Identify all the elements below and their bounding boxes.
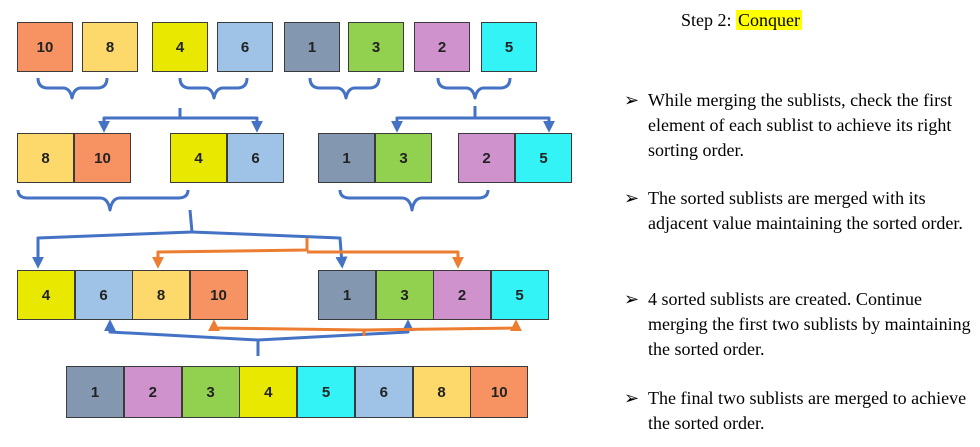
- arrow-to-4-6: [180, 116, 263, 133]
- level3-cell-1: 1: [318, 270, 376, 320]
- level2-cell-3: 3: [375, 133, 432, 183]
- step-title: Step 2: Conquer: [681, 10, 803, 31]
- bullet-1-text: While merging the sublists, check the fi…: [648, 90, 953, 160]
- bullet-3: ➢ 4 sorted sublists are created. Continu…: [624, 287, 974, 362]
- arrow-bullet-icon: ➢: [624, 289, 640, 309]
- level4-cell-6: 6: [354, 366, 413, 418]
- level3-cell-2: 2: [433, 270, 491, 320]
- bracket-left-pairs: [16, 189, 190, 212]
- arrow-bullet-icon: ➢: [624, 188, 640, 208]
- arrow-to-2: [307, 250, 464, 269]
- arrow-to-8-10: [98, 108, 182, 133]
- arrow-to-5: [363, 319, 522, 332]
- bullet-4-text: The final two sublists are merged to ach…: [648, 388, 967, 433]
- arrow-to-1: [191, 230, 348, 269]
- merge-sort-diagram: [16, 77, 555, 356]
- level4-cell-10: 10: [470, 366, 529, 418]
- level4-cell-1: 1: [66, 366, 124, 418]
- bullet-3-text: 4 sorted sublists are created. Continue …: [648, 289, 971, 359]
- level3-cell-6: 6: [74, 270, 133, 320]
- step-title-highlight: Conquer: [736, 10, 803, 30]
- level3-cell-10: 10: [189, 270, 248, 320]
- arrow-to-2-5: [475, 116, 555, 133]
- step-title-prefix: Step 2:: [681, 10, 737, 30]
- level1-cell-1: 1: [284, 22, 340, 72]
- level2-cell-1: 1: [318, 133, 375, 183]
- arrow-to-6: [104, 319, 260, 356]
- level1-cell-2: 2: [414, 22, 470, 72]
- level1-cell-6: 6: [217, 22, 273, 72]
- bullet-1: ➢ While merging the sublists, check the …: [624, 88, 974, 163]
- bullet-4: ➢ The final two sublists are merged to a…: [624, 386, 974, 436]
- bracket-4-6: [178, 77, 249, 100]
- level2-cell-4: 4: [170, 133, 227, 183]
- level1-cell-5: 5: [481, 22, 537, 72]
- arrow-to-8: [152, 238, 309, 269]
- level1-cell-4: 4: [152, 22, 208, 72]
- arrow-to-10: [208, 319, 366, 336]
- bullet-2: ➢ The sorted sublists are merged with it…: [624, 186, 974, 236]
- level1-cell-8: 8: [82, 22, 138, 72]
- arrow-to-1-3: [391, 106, 477, 133]
- level4-cell-4: 4: [239, 366, 298, 418]
- level3-cell-5: 5: [490, 270, 549, 320]
- level3-cell-4: 4: [17, 270, 75, 320]
- orange-merge-arrows: [152, 238, 522, 336]
- level2-cell-5: 5: [515, 133, 572, 183]
- level4-cell-5: 5: [297, 366, 355, 418]
- level3-cell-3: 3: [375, 270, 434, 320]
- bracket-10-8: [36, 77, 109, 100]
- arrow-bullet-icon: ➢: [624, 388, 640, 408]
- bracket-right-pairs: [338, 189, 490, 212]
- bullet-2-text: The sorted sublists are merged with its …: [648, 188, 963, 233]
- bracket-2-5: [436, 77, 512, 100]
- level2-cell-10: 10: [74, 133, 131, 183]
- arrow-to-3: [257, 319, 414, 342]
- level1-cell-10: 10: [17, 22, 73, 72]
- level4-cell-3: 3: [181, 366, 240, 418]
- level1-cell-3: 3: [348, 22, 404, 72]
- level2-cell-6: 6: [227, 133, 284, 183]
- arrow-bullet-icon: ➢: [624, 90, 640, 110]
- level3-cell-8: 8: [132, 270, 190, 320]
- arrow-to-4: [32, 209, 194, 269]
- level2-cell-2: 2: [458, 133, 515, 183]
- blue-merge-arrows: [16, 77, 555, 356]
- bracket-1-3: [308, 77, 381, 100]
- level4-cell-8: 8: [412, 366, 471, 418]
- level2-cell-8: 8: [17, 133, 74, 183]
- level4-cell-2: 2: [123, 366, 182, 418]
